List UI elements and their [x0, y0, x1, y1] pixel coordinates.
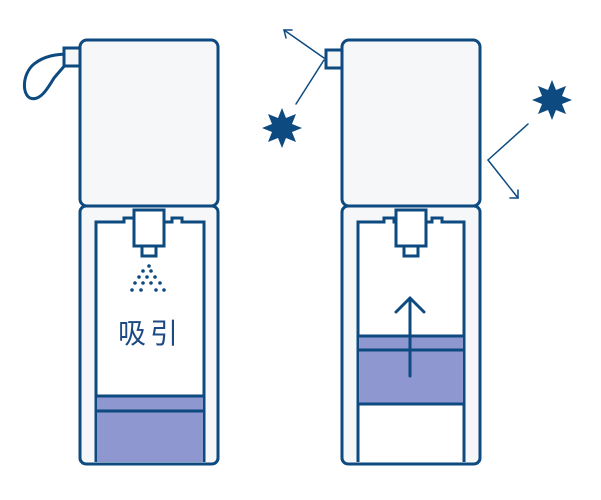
right-device [324, 38, 482, 466]
split-arrow-icon [283, 29, 325, 105]
up-arrow-icon [394, 296, 426, 378]
right-inner-nozzle [394, 208, 428, 248]
left-inner-nozzle-tip [140, 244, 158, 258]
spray-mist-icon [130, 264, 166, 292]
sparkle-icon [262, 108, 302, 148]
right-pump-head [340, 38, 482, 208]
left-liquid [97, 396, 203, 462]
left-pump-head [78, 38, 220, 208]
sparkle-icon [532, 80, 572, 120]
right-nozzle-stub [324, 48, 344, 70]
suction-label: 吸引 [118, 317, 182, 350]
left-side-loop [23, 52, 71, 101]
left-nozzle-stub [62, 46, 82, 68]
right-inner-nozzle-tip [402, 244, 420, 258]
left-inner-nozzle [132, 208, 166, 248]
right-down-arrow-icon [487, 123, 529, 199]
left-device [23, 38, 220, 466]
